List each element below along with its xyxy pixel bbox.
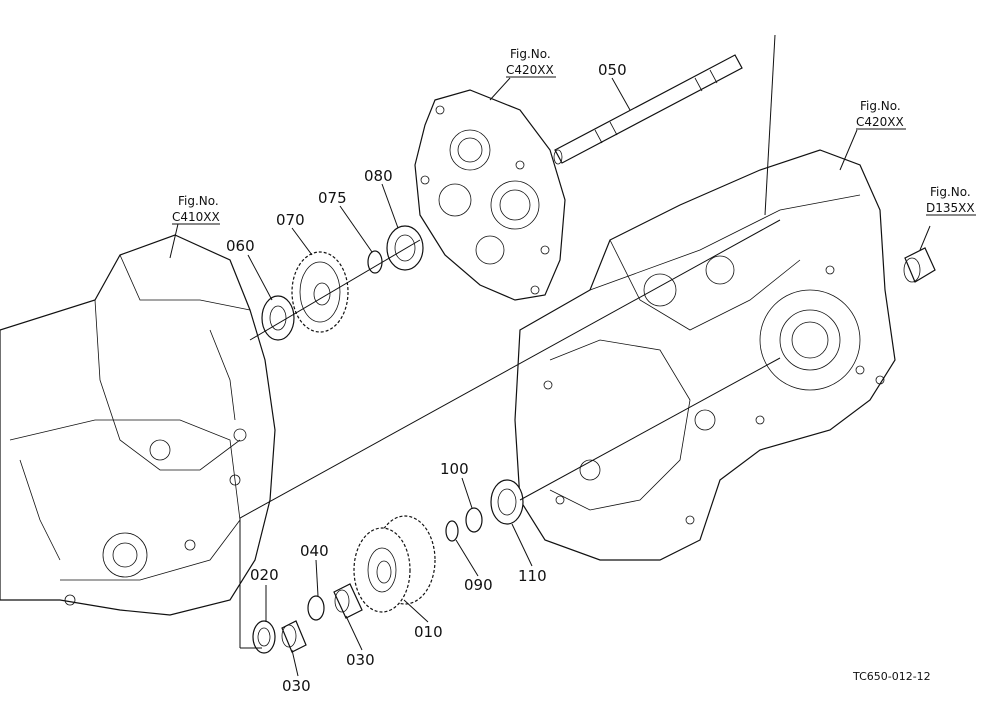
leader-lines	[169, 77, 931, 677]
part-number-080: 080	[364, 167, 393, 185]
part-number-030-upper: 030	[346, 651, 375, 669]
right-main-housing	[514, 149, 896, 561]
part-number-090: 090	[464, 576, 493, 594]
shaft-050	[553, 54, 743, 165]
fig-ref-c410-title: Fig.No.	[178, 194, 219, 208]
bearing-080	[386, 225, 424, 271]
part-number-070: 070	[276, 211, 305, 229]
part-number-050: 050	[598, 61, 627, 79]
assembly-lines	[239, 34, 781, 649]
snap-ring-090	[445, 520, 459, 542]
bushing-d135	[903, 247, 936, 283]
part-number-060: 060	[226, 237, 255, 255]
gear-010	[353, 515, 436, 613]
collar-020	[252, 620, 276, 654]
fig-ref-c420-right-title: Fig.No.	[860, 99, 901, 113]
needle-bearing-030a	[281, 620, 307, 653]
part-number-110: 110	[518, 567, 547, 585]
fig-ref-c420-top-title: Fig.No.	[510, 47, 551, 61]
part-number-030-lower: 030	[282, 677, 311, 695]
spacer-040	[307, 595, 325, 621]
part-number-020: 020	[250, 566, 279, 584]
bearing-060	[261, 295, 295, 341]
top-cover-plate	[414, 89, 566, 301]
fig-ref-d135-code: D135XX	[926, 201, 975, 215]
left-transmission-housing	[0, 234, 276, 616]
ring-100	[465, 507, 483, 533]
fig-ref-d135: Fig.No. D135XX	[926, 185, 976, 216]
fig-ref-c420-top: Fig.No. C420XX	[506, 47, 556, 78]
drawing-code: TC650-012-12	[852, 670, 931, 683]
fig-ref-c420-top-code: C420XX	[506, 63, 554, 77]
gear-070	[291, 251, 349, 333]
fig-ref-c410: Fig.No. C410XX	[172, 194, 220, 225]
part-number-040: 040	[300, 542, 329, 560]
part-number-100: 100	[440, 460, 469, 478]
fig-ref-c420-right-code: C420XX	[856, 115, 904, 129]
fig-ref-c410-code: C410XX	[172, 210, 220, 224]
part-number-010: 010	[414, 623, 443, 641]
part-number-075: 075	[318, 189, 347, 207]
fig-ref-c420-right: Fig.No. C420XX	[856, 99, 906, 130]
fig-ref-d135-title: Fig.No.	[930, 185, 971, 199]
needle-bearing-030b	[333, 583, 363, 619]
bearing-110	[490, 479, 524, 525]
